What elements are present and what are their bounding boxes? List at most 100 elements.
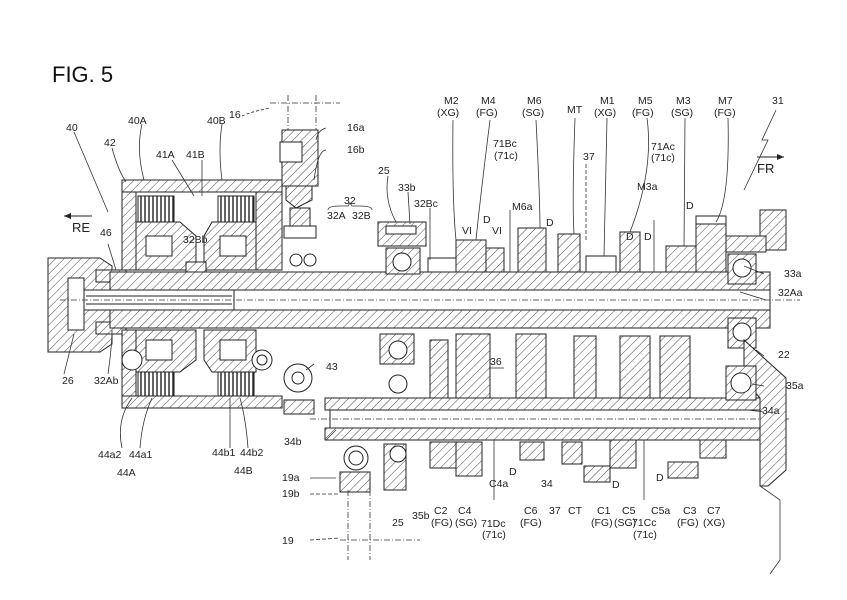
label-C1-type: (FG) [591,517,613,529]
bearing-33b [377,221,427,275]
primary-gear-16 [270,95,340,267]
gear-CT [561,441,583,465]
end-cap [67,277,85,331]
label-22: 22 [778,349,790,361]
gear-M6 [517,227,547,273]
front-label: FR [757,161,774,176]
gear-16b [285,185,313,209]
gear-M4 [455,239,487,273]
label-46: 46 [100,227,112,239]
label-D-1: D [483,214,491,226]
label-C3: C3 [683,505,697,517]
label-40A: 40A [128,115,147,127]
rear-direction-indicator: RE [64,213,92,235]
label-M2-type: (XG) [437,107,459,119]
main-shaft-lower-wall [109,309,771,329]
label-VI-1: VI [462,225,472,237]
label-71Dc: 71Dc [481,518,506,530]
gear-M2 [427,257,457,273]
label-37-top: 37 [583,151,595,163]
main-shaft-32 [60,271,800,329]
label-M7: M7 [718,95,733,107]
label-71Ac-sub: (71c) [651,152,675,164]
label-35b: 35b [412,510,430,522]
label-M6-type: (SG) [522,107,544,119]
label-C7-type: (XG) [703,517,725,529]
label-16a: 16a [347,122,365,134]
label-71Dc-sub: (71c) [482,529,506,541]
clutch-plates-40B [217,195,255,223]
gear-C5 [609,439,637,469]
gear-C7 [699,439,727,459]
label-D-8: D [656,472,664,484]
gear-C2 [429,441,457,469]
label-M1: M1 [600,95,615,107]
label-37-bottom: 37 [549,505,561,517]
label-44b2: 44b2 [240,447,264,459]
label-16b: 16b [347,144,365,156]
gear-C3 [667,461,699,479]
label-19a: 19a [282,472,300,484]
label-44B: 44B [234,465,253,477]
label-C2: C2 [434,505,448,517]
gear-M3 [665,245,697,273]
clutch-lower-drum [121,395,283,409]
label-33a: 33a [784,268,802,280]
leader-lines [63,107,777,541]
rear-label: RE [72,220,90,235]
label-C4: C4 [458,505,472,517]
label-MT: MT [567,104,583,116]
label-40B: 40B [207,115,226,127]
label-M1-type: (XG) [594,107,616,119]
label-C1: C1 [597,505,611,517]
label-41A: 41A [156,149,175,161]
label-D-2: D [546,217,554,229]
label-M3-type: (SG) [671,107,693,119]
label-32A: 32A [327,210,346,222]
gear-C6 [519,441,545,461]
label-36: 36 [490,356,502,368]
label-41B: 41B [186,149,205,161]
counter-gears [379,333,727,500]
label-C2-type: (FG) [431,517,453,529]
label-25-bottom: 25 [392,517,404,529]
label-C6: C6 [524,505,538,517]
label-32Bb: 32Bb [183,234,208,246]
label-26: 26 [62,375,74,387]
label-42: 42 [104,137,116,149]
label-M3a: M3a [637,181,658,193]
label-C3-type: (FG) [677,517,699,529]
label-M6a: M6a [512,201,533,213]
front-direction-indicator: FR [757,154,784,176]
clutch-plates-40A [137,195,175,223]
labels-top: 40 40A 40B 42 41A 41B 16 16a 16b 32 32A … [66,95,784,246]
label-D-3: D [644,231,652,243]
label-C4-type: (SG) [455,517,477,529]
labels-counter-gears: C2 (FG) C4 (SG) C6 (FG) C1 (FG) C5 (SG) … [431,505,725,529]
main-shaft-upper-wall [109,271,771,291]
countershaft-upper-wall [324,397,766,411]
countershaft-34 [310,397,790,441]
label-33b: 33b [398,182,416,194]
labels-main-gears: M2 (XG) M4 (FG) M6 (SG) MT M1 (XG) M5 (F… [437,95,736,119]
label-44a2: 44a2 [98,449,122,461]
brace-32 [327,202,373,211]
label-34: 34 [541,478,553,490]
countershaft-lower-wall [324,427,766,441]
label-CT: CT [568,505,583,517]
label-34b: 34b [284,436,302,448]
pump-43 [283,363,420,560]
twin-clutch-40-upper [121,179,283,273]
label-C7: C7 [707,505,721,517]
label-34a: 34a [762,405,780,417]
label-16: 16 [229,109,241,121]
label-M6: M6 [527,95,542,107]
label-D-7: D [612,479,620,491]
label-D-6: D [509,466,517,478]
label-32Bc: 32Bc [414,198,438,210]
main-gears [427,210,727,273]
clutch-plates-44B [217,369,255,397]
label-44b1: 44b1 [212,447,236,459]
gear-36 [455,333,491,399]
